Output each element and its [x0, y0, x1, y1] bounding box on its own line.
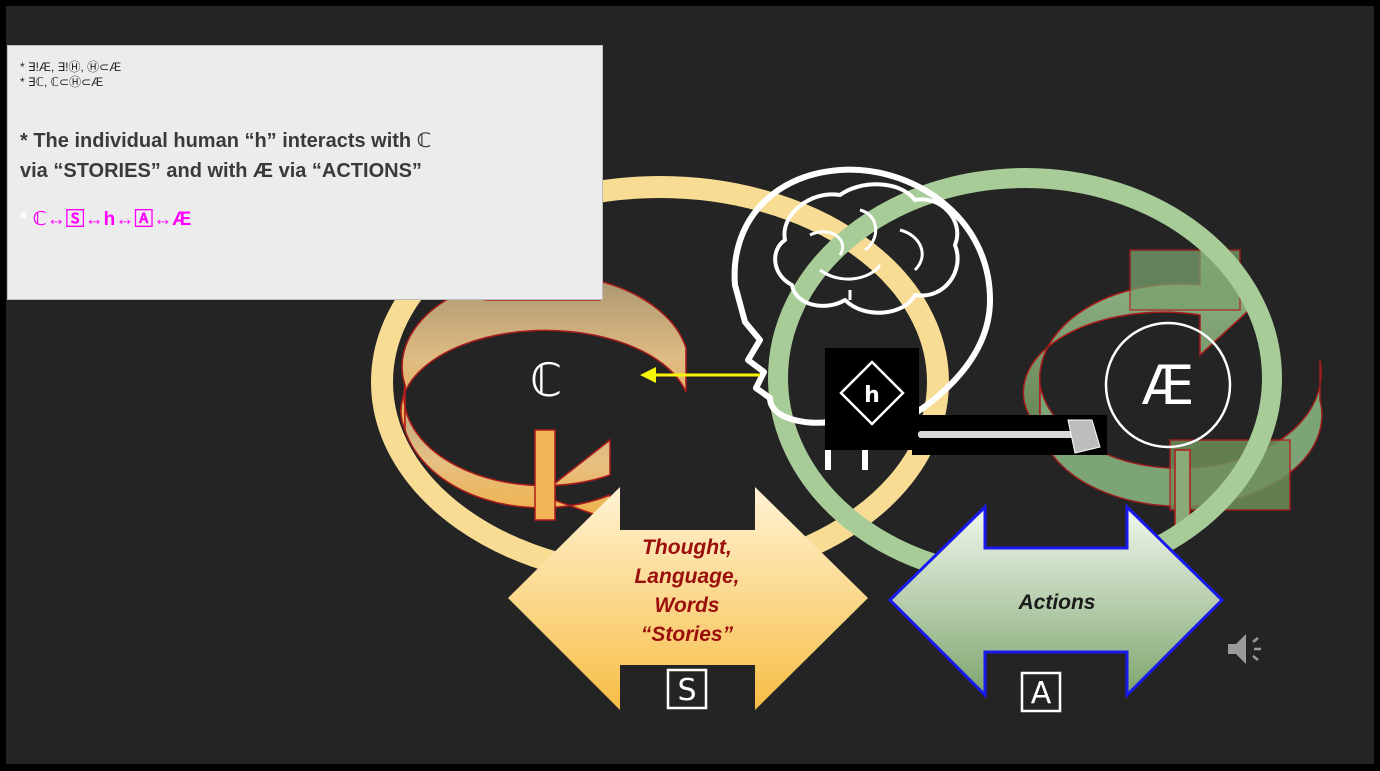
- s-symbol: S: [677, 673, 696, 708]
- a-symbol: A: [1031, 676, 1052, 711]
- stories-label-line2: Language,: [634, 565, 739, 588]
- h-symbol-box: h: [825, 348, 919, 450]
- c-symbol: ℂ: [530, 353, 562, 407]
- note-line2: * ∃ℂ, ℂ⊂Ⓗ⊂Æ: [20, 75, 104, 89]
- brain-head-icon: [731, 166, 993, 470]
- note-box: * ∃!Æ, ∃!Ⓗ, Ⓗ⊂Æ * ∃ℂ, ℂ⊂Ⓗ⊂Æ * The indivi…: [7, 45, 603, 300]
- ae-circle: [1104, 321, 1232, 449]
- s-box: S: [666, 668, 708, 710]
- h-symbol: h: [864, 383, 880, 408]
- note-line3: * The individual human “h” interacts wit…: [20, 130, 432, 152]
- actions-double-arrow: [887, 503, 1225, 699]
- stories-label-line4: “Stories”: [641, 623, 734, 646]
- note-line1: * ∃!Æ, ∃!Ⓗ, Ⓗ⊂Æ: [20, 60, 122, 74]
- flow-sequence: ℂ↔🅂↔h↔🄰↔Æ: [32, 209, 192, 230]
- thought-pointer-arrow: [640, 367, 760, 383]
- flow-star: *: [20, 209, 28, 230]
- stories-label-line1: Thought,: [642, 536, 732, 559]
- note-flow: * ℂ↔🅂↔h↔🄰↔Æ: [20, 204, 590, 231]
- a-box: A: [1020, 671, 1062, 713]
- note-line4: via “STORIES” and with Æ via “ACTIONS”: [20, 160, 422, 182]
- note-statement: * The individual human “h” interacts wit…: [20, 126, 590, 186]
- ae-symbol: Æ: [1142, 354, 1195, 417]
- speaker-icon[interactable]: [1228, 634, 1261, 664]
- stories-double-arrow: [508, 487, 868, 710]
- stories-label-line3: Words: [655, 594, 720, 617]
- axe-icon: [912, 415, 1107, 455]
- actions-label: Actions: [1017, 591, 1095, 614]
